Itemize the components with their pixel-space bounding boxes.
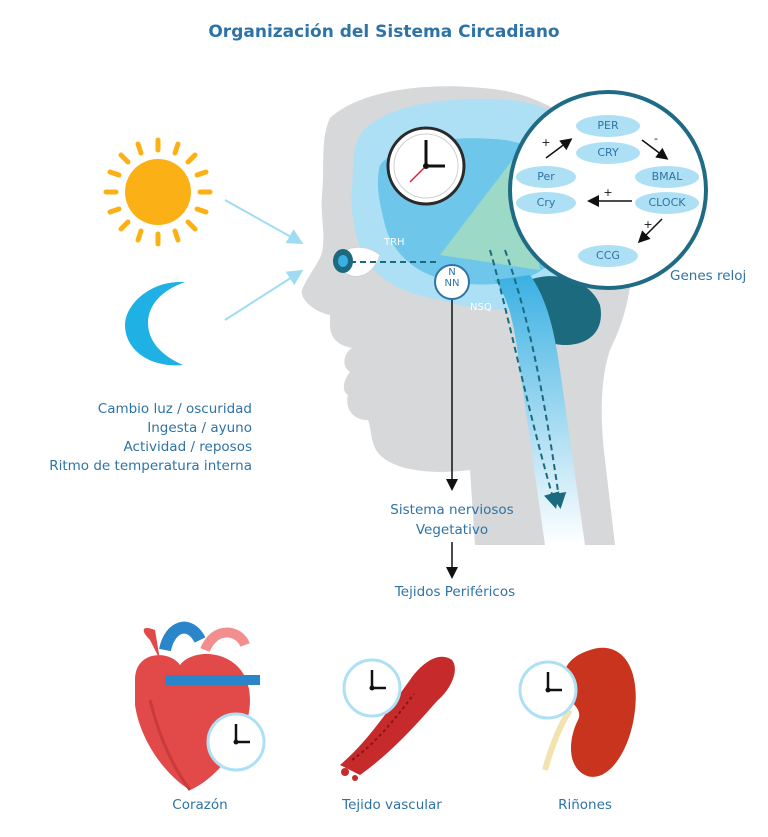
vessel-clock-icon <box>342 658 402 718</box>
tejidos-perifericos-label: Tejidos Periféricos <box>394 584 516 600</box>
input-factor: Ingesta / ayuno <box>147 420 252 436</box>
sun-icon <box>103 137 213 247</box>
page-title: Organización del Sistema Circadiano <box>208 22 560 42</box>
kidney-clock-icon <box>518 660 578 720</box>
gene-per-lower: Per <box>537 170 555 183</box>
brain-clock-icon <box>386 126 466 206</box>
genes-zoom-circle <box>508 90 708 290</box>
kidney-icon <box>542 647 636 777</box>
trh-label: TRH <box>384 237 405 248</box>
gene-cry-lower: Cry <box>536 196 556 209</box>
gene-cry-upper: CRY <box>597 146 619 159</box>
organ-label-rinones: Riñones <box>558 797 612 813</box>
spinal-cord <box>495 275 585 545</box>
sign-minus: - <box>654 132 658 145</box>
moon-icon <box>125 281 185 366</box>
sign-plus-1: + <box>541 136 551 149</box>
nnn-label: N NN <box>444 267 460 289</box>
sistema-nervioso-label: Sistema nerviosos Vegetativo <box>390 502 514 538</box>
input-factor: Cambio luz / oscuridad <box>97 401 252 417</box>
sign-plus-2: + <box>603 186 613 199</box>
blood-vessel-icon <box>340 656 455 781</box>
organ-label-corazon: Corazón <box>172 797 228 813</box>
nsq-label: NSQ <box>470 302 492 313</box>
input-factor: Ritmo de temperatura interna <box>49 458 252 474</box>
gene-ccg: CCG <box>596 249 620 262</box>
nnn-node <box>434 264 470 300</box>
sign-plus-3: + <box>643 218 653 231</box>
heart-clock-icon <box>206 712 266 772</box>
input-factors-list: Cambio luz / oscuridad Ingesta / ayuno A… <box>49 400 252 476</box>
input-factor: Actividad / reposos <box>123 439 252 455</box>
genes-reloj-label: Genes reloj <box>670 268 747 284</box>
gene-bmal: BMAL <box>651 170 683 183</box>
gene-clock: CLOCK <box>648 196 686 209</box>
eye-icon <box>332 246 381 277</box>
gene-per-upper: PER <box>597 119 619 132</box>
organ-label-vascular: Tejido vascular <box>342 797 442 813</box>
